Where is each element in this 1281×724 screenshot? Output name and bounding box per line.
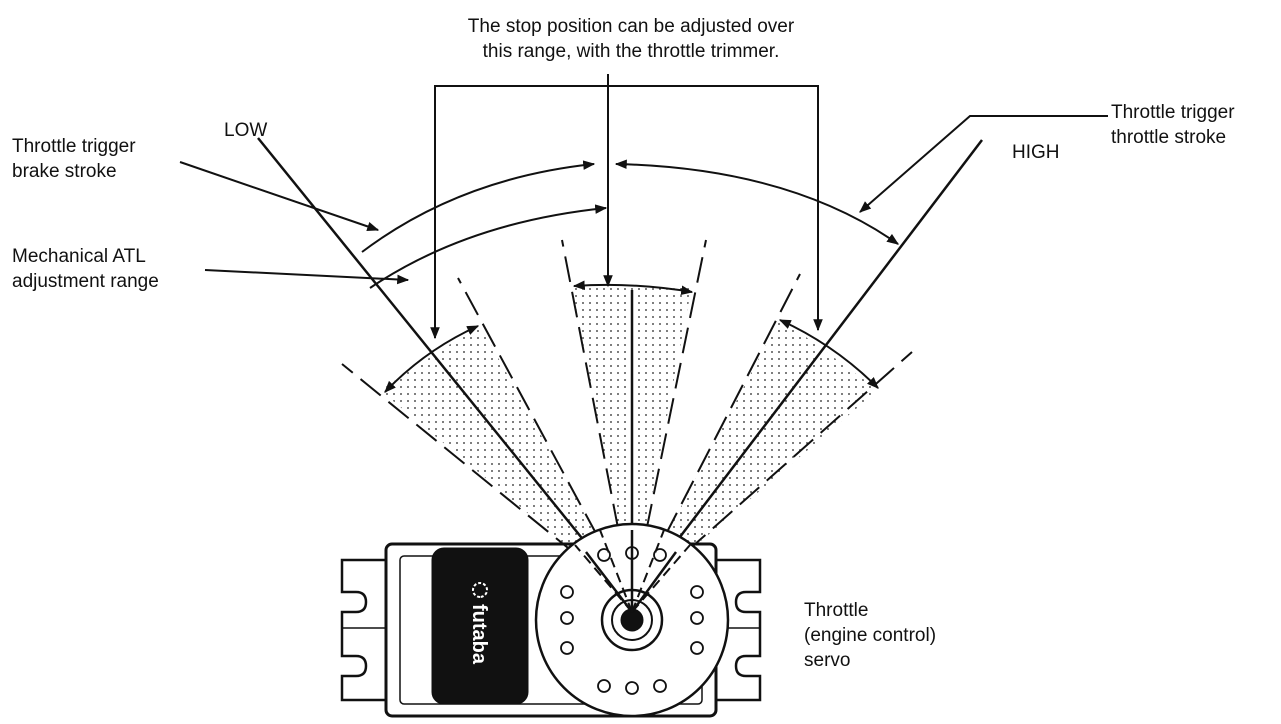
- throttle-stroke-line-1: Throttle trigger: [1111, 102, 1235, 123]
- atl-range-leader: [204, 269, 410, 285]
- brake-stroke-line-1: Throttle trigger: [12, 136, 136, 157]
- stop-position-line-2: this range, with the throttle trimmer.: [482, 41, 780, 62]
- stop-position-label: The stop position can be adjusted over t…: [421, 14, 841, 64]
- servo: [340, 542, 762, 718]
- brake-stroke-label: Throttle trigger brake stroke: [12, 134, 136, 184]
- throttle-stroke-arc: [614, 159, 899, 245]
- stop-position-line-1: The stop position can be adjusted over: [467, 16, 795, 37]
- atl-range-line-1: Mechanical ATL: [12, 246, 146, 267]
- servo-label-line-3: servo: [804, 650, 851, 671]
- throttle-stroke-label: Throttle trigger throttle stroke: [1111, 100, 1235, 150]
- brake-stroke-arc: [361, 160, 596, 253]
- servo-horn: [534, 522, 730, 718]
- atl-range-line-2: adjustment range: [12, 271, 159, 292]
- high-line: [631, 139, 983, 601]
- leader-lines: [179, 115, 1108, 285]
- throttle-stroke-line-2: throttle stroke: [1111, 127, 1227, 148]
- servo-horn-hub: [620, 608, 644, 632]
- high-label: HIGH: [1012, 142, 1060, 163]
- low-dotted-sector: [380, 325, 632, 600]
- atl-range-arc: [369, 204, 608, 289]
- throttle-stroke-leader: [859, 115, 1108, 213]
- horn-holes: [560, 546, 704, 695]
- servo-label-line-1: Throttle: [804, 600, 869, 621]
- servo-label-line-2: (engine control): [804, 625, 937, 646]
- brake-stroke-leader: [179, 161, 380, 232]
- atl-range-label: Mechanical ATL adjustment range: [12, 244, 159, 294]
- low-label: LOW: [224, 120, 268, 141]
- servo-logo: futaba: [468, 582, 490, 665]
- dimension-arcs: [384, 280, 879, 393]
- futaba-logo-text: futaba: [468, 604, 490, 665]
- hub-converging-lines: [574, 529, 691, 613]
- servo-label: Throttle (engine control) servo: [804, 598, 936, 673]
- servo-left-mounting-ear: [340, 558, 386, 702]
- stroke-arcs: [361, 159, 899, 289]
- servo-label-plate: [431, 547, 529, 705]
- servo-right-mounting-ear: [716, 558, 762, 702]
- brake-stroke-line-2: brake stroke: [12, 161, 117, 182]
